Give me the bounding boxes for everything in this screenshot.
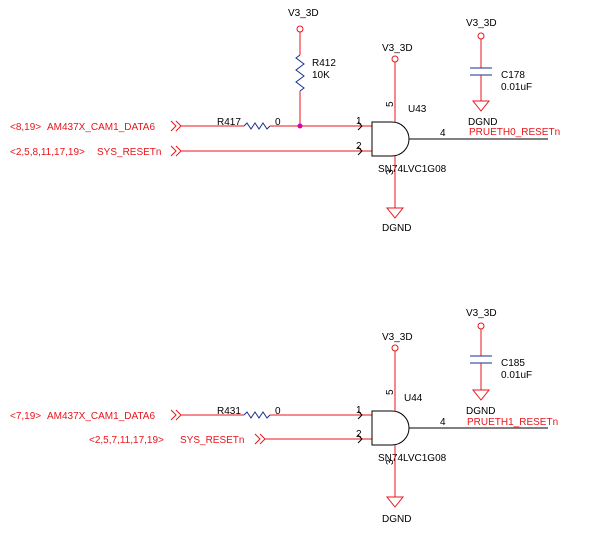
gate-pin-a: 1 bbox=[356, 116, 362, 127]
gate-power-label: V3_3D bbox=[382, 43, 413, 54]
cap-ground-label: DGND bbox=[468, 117, 497, 128]
and-gate-symbol bbox=[371, 121, 410, 157]
resistor-symbol-r412 bbox=[295, 54, 305, 92]
cap-value: 0.01uF bbox=[501, 370, 532, 381]
input-a-refs: <7,19> bbox=[10, 411, 41, 422]
offpage-connector-b bbox=[170, 145, 182, 157]
input-b-refs: <2,5,7,11,17,19> bbox=[89, 435, 164, 446]
ground-symbol bbox=[385, 496, 405, 508]
circuit-u44: <7,19> AM437X_CAM1_DATA6 R431 0 <2,5,7,1… bbox=[10, 308, 558, 525]
circuit-u43: V3_3D R412 10K <8,19> AM437X_CAM1_DATA6 … bbox=[10, 8, 560, 234]
pin-arrow-a bbox=[357, 121, 363, 131]
capacitor-c185: V3_3D DGND C185 0.01uF bbox=[466, 308, 532, 417]
input-a-refs: <8,19> bbox=[10, 122, 41, 133]
and-gate-u43: 1 2 U43 SN74LVC1G08 V3_3D 5 3 DGND 4 PRU… bbox=[356, 43, 560, 234]
input-b-net: SYS_RESETn bbox=[180, 435, 244, 446]
series-resistor-ref: R417 bbox=[217, 117, 241, 128]
cap-ref: C185 bbox=[501, 358, 525, 369]
gate-pin-out: 4 bbox=[440, 417, 446, 428]
pin-arrow-b bbox=[357, 434, 363, 444]
input-a-net: AM437X_CAM1_DATA6 bbox=[47, 122, 155, 133]
cap-plates bbox=[470, 67, 492, 76]
cap-plates bbox=[470, 355, 492, 364]
gate-pin-b: 2 bbox=[356, 141, 362, 152]
ground-symbol bbox=[385, 207, 405, 219]
pin-arrow-b bbox=[357, 146, 363, 156]
pin-arrow-a bbox=[357, 410, 363, 420]
gate-ground-label: DGND bbox=[382, 223, 411, 234]
gate-part: SN74LVC1G08 bbox=[378, 164, 447, 175]
gate-ref: U43 bbox=[408, 104, 427, 115]
resistor-symbol-r417 bbox=[243, 122, 271, 130]
input-a-net-u44: <7,19> AM437X_CAM1_DATA6 R431 0 bbox=[10, 406, 372, 422]
input-a-net: AM437X_CAM1_DATA6 bbox=[47, 411, 155, 422]
gate-ground-label: DGND bbox=[382, 514, 411, 525]
input-a-net-u43: <8,19> AM437X_CAM1_DATA6 R417 0 bbox=[10, 117, 372, 133]
resistor-symbol-r431 bbox=[243, 411, 271, 419]
capacitor-c178: V3_3D DGND C178 0.01uF bbox=[466, 18, 532, 128]
power-label-pullup: V3_3D bbox=[288, 8, 319, 19]
input-b-net: SYS_RESETn bbox=[97, 147, 161, 158]
gate-pin-vcc: 5 bbox=[385, 389, 396, 395]
gate-ref: U44 bbox=[404, 393, 423, 404]
gate-pin-gnd: 3 bbox=[385, 169, 396, 175]
pullup-ref: R412 bbox=[312, 58, 336, 69]
power-terminal-pullup bbox=[296, 25, 304, 33]
output-net-label: PRUETH1_RESETn bbox=[467, 417, 558, 428]
input-b-net-u43: <2,5,8,11,17,19> SYS_RESETn bbox=[10, 145, 372, 158]
gate-power-terminal bbox=[391, 344, 399, 352]
cap-power-terminal bbox=[477, 322, 485, 330]
series-resistor-value: 0 bbox=[275, 117, 281, 128]
cap-ref: C178 bbox=[501, 70, 525, 81]
output-net-label: PRUETH0_RESETn bbox=[469, 127, 560, 138]
cap-power-terminal bbox=[477, 32, 485, 40]
input-b-net-u44: <2,5,7,11,17,19> SYS_RESETn bbox=[89, 433, 372, 446]
and-gate-u44: 1 2 U44 SN74LVC1G08 V3_3D 5 3 DGND 4 PRU… bbox=[356, 332, 558, 525]
and-gate-symbol bbox=[371, 410, 410, 446]
gate-power-label: V3_3D bbox=[382, 332, 413, 343]
cap-power-label: V3_3D bbox=[466, 308, 497, 319]
cap-power-label: V3_3D bbox=[466, 18, 497, 29]
series-resistor-ref: R431 bbox=[217, 406, 241, 417]
offpage-connector-a bbox=[170, 120, 182, 132]
pullup-resistor-r412: V3_3D R412 10K bbox=[288, 8, 336, 129]
offpage-connector-a bbox=[170, 409, 182, 421]
cap-ground-symbol bbox=[471, 389, 491, 401]
gate-pin-out: 4 bbox=[440, 128, 446, 139]
series-resistor-value: 0 bbox=[275, 406, 281, 417]
gate-pin-a: 1 bbox=[356, 405, 362, 416]
offpage-connector-b bbox=[254, 433, 266, 445]
cap-value: 0.01uF bbox=[501, 82, 532, 93]
gate-pin-vcc: 5 bbox=[385, 101, 396, 107]
gate-power-terminal bbox=[391, 55, 399, 63]
gate-part: SN74LVC1G08 bbox=[378, 453, 447, 464]
cap-ground-label: DGND bbox=[466, 406, 495, 417]
cap-ground-symbol bbox=[471, 100, 491, 112]
input-b-refs: <2,5,8,11,17,19> bbox=[10, 147, 85, 158]
gate-pin-b: 2 bbox=[356, 429, 362, 440]
gate-pin-gnd: 3 bbox=[385, 459, 396, 465]
pullup-value: 10K bbox=[312, 70, 330, 81]
